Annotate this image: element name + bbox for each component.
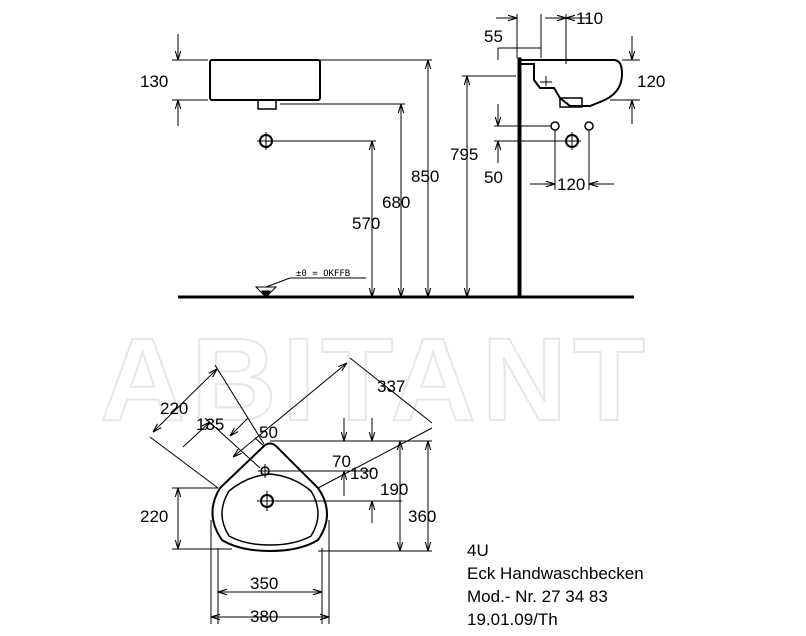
dim-55: 55 xyxy=(484,27,503,46)
side-elevation xyxy=(462,14,640,298)
dim-850: 850 xyxy=(411,167,439,186)
dim-220-left: 220 xyxy=(140,507,168,526)
title-block: 4U Eck Handwaschbecken Mod.- Nr. 27 34 8… xyxy=(467,539,644,631)
dim-570: 570 xyxy=(352,214,380,233)
plan-view-labels: 337 220 135 50 70 130 190 220 360 350 38… xyxy=(140,377,436,626)
angle-valve-right-icon xyxy=(584,121,594,131)
plan-view xyxy=(149,357,433,624)
dim-680: 680 xyxy=(382,193,410,212)
dim-50-plan: 50 xyxy=(259,423,278,442)
product-name: Eck Handwaschbecken xyxy=(467,564,644,583)
floor-note: ±0 = OKFFB xyxy=(296,269,350,279)
dim-220-diagonal: 220 xyxy=(160,399,188,418)
dim-120-bottom: 120 xyxy=(557,175,585,194)
dim-360: 360 xyxy=(408,507,436,526)
dim-337: 337 xyxy=(377,377,405,396)
side-elevation-labels: 110 55 120 795 50 120 xyxy=(450,9,665,194)
basin-plan-outer xyxy=(211,442,328,553)
dim-380: 380 xyxy=(250,607,278,626)
basin-side-profile xyxy=(521,59,624,107)
angle-valve-left-icon xyxy=(550,121,560,131)
model-number: Mod.- Nr. 27 34 83 xyxy=(467,587,608,606)
model-code: 4U xyxy=(467,541,489,560)
basin-plan-inner xyxy=(221,473,319,546)
dim-135: 135 xyxy=(196,415,224,434)
dim-110: 110 xyxy=(576,9,603,28)
dim-50-side: 50 xyxy=(484,168,503,187)
front-elevation-labels: 130 850 680 570 ±0 = OKFFB xyxy=(140,72,439,279)
basin-front-body xyxy=(209,59,321,101)
dim-130-height: 130 xyxy=(140,72,168,91)
front-elevation xyxy=(172,34,634,299)
dim-70: 70 xyxy=(332,452,351,471)
drawing-date: 19.01.09/Th xyxy=(467,610,558,629)
dim-120-top: 120 xyxy=(637,72,665,91)
dim-350: 350 xyxy=(250,574,278,593)
dim-190: 190 xyxy=(380,480,408,499)
wall-section xyxy=(517,57,522,298)
watermark-text: ABITANT xyxy=(100,314,651,446)
dim-795: 795 xyxy=(450,145,478,164)
dim-130-plan: 130 xyxy=(350,464,378,483)
drain-stub xyxy=(257,99,277,110)
